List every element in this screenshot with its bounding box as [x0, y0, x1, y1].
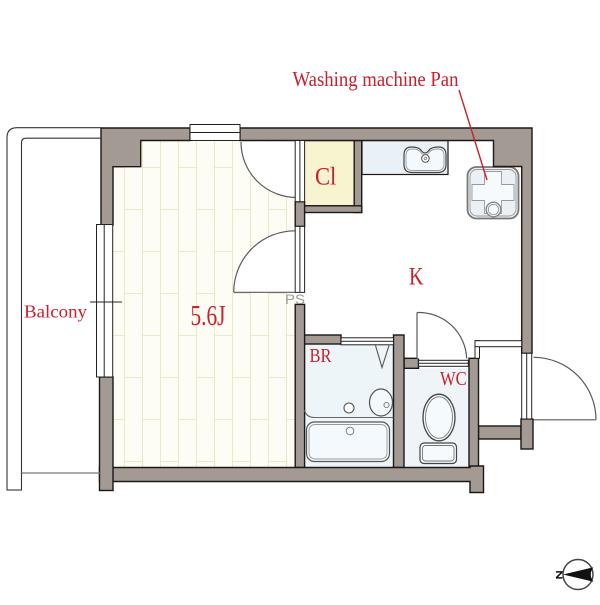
- svg-text:BR: BR: [310, 345, 332, 367]
- svg-text:Washing machine Pan: Washing machine Pan: [293, 67, 459, 91]
- svg-text:5.6J: 5.6J: [191, 301, 226, 332]
- svg-text:Cl: Cl: [315, 162, 336, 191]
- svg-text:Balcony: Balcony: [24, 302, 87, 322]
- svg-text:K: K: [409, 264, 424, 291]
- svg-text:WC: WC: [440, 368, 467, 390]
- svg-text:PS: PS: [285, 292, 305, 307]
